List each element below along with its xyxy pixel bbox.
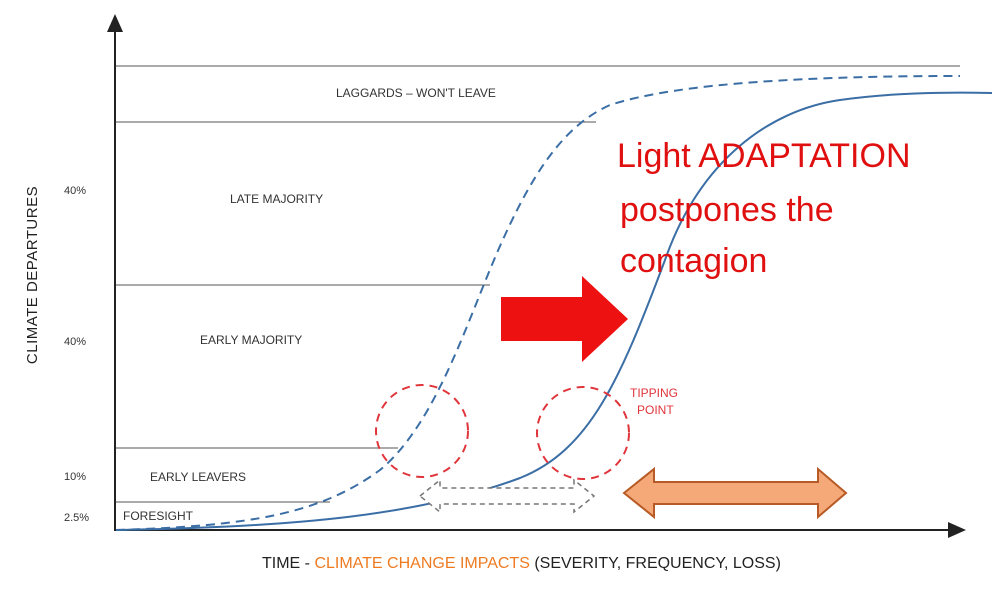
tipping-point-label-line2: POINT bbox=[637, 403, 674, 417]
right-arrow-icon bbox=[501, 276, 628, 362]
callout-line3: contagion bbox=[620, 242, 767, 280]
segment-label-late-majority: LATE MAJORITY bbox=[230, 192, 323, 206]
segment-label-laggards: LAGGARDS – WON'T LEAVE bbox=[336, 86, 496, 100]
x-axis-label-highlight: CLIMATE CHANGE IMPACTS bbox=[314, 555, 529, 572]
percent-late-majority: 40% bbox=[64, 185, 86, 197]
tipping-circle-dashed-curve bbox=[375, 384, 469, 478]
tipping-circle-solid-curve bbox=[536, 386, 630, 480]
percent-foresight: 2.5% bbox=[64, 512, 89, 524]
segment-label-early-leavers: EARLY LEAVERS bbox=[150, 470, 246, 484]
baseline-dashed-curve bbox=[115, 75, 961, 531]
adaptation-solid-curve bbox=[115, 91, 993, 531]
segment-label-early-majority: EARLY MAJORITY bbox=[200, 333, 302, 347]
x-axis-label: TIME - CLIMATE CHANGE IMPACTS (SEVERITY,… bbox=[262, 555, 781, 572]
callout-line1: Light ADAPTATION bbox=[617, 137, 911, 175]
percent-early-majority: 40% bbox=[64, 336, 86, 348]
percent-early-leavers: 10% bbox=[64, 471, 86, 483]
segment-label-foresight: FORESIGHT bbox=[123, 509, 194, 523]
double-arrow-icon bbox=[418, 478, 596, 514]
tipping-point-label-line1: TIPPING bbox=[630, 386, 678, 400]
segment-dividers bbox=[116, 65, 960, 503]
double-arrow-icon bbox=[622, 466, 848, 520]
x-axis-label-suffix: (SEVERITY, FREQUENCY, LOSS) bbox=[530, 555, 781, 572]
x-axis-label-prefix: TIME - bbox=[262, 555, 314, 572]
callout-line2: postpones the bbox=[620, 191, 834, 229]
y-axis-label: CLIMATE DEPARTURES bbox=[24, 186, 41, 364]
